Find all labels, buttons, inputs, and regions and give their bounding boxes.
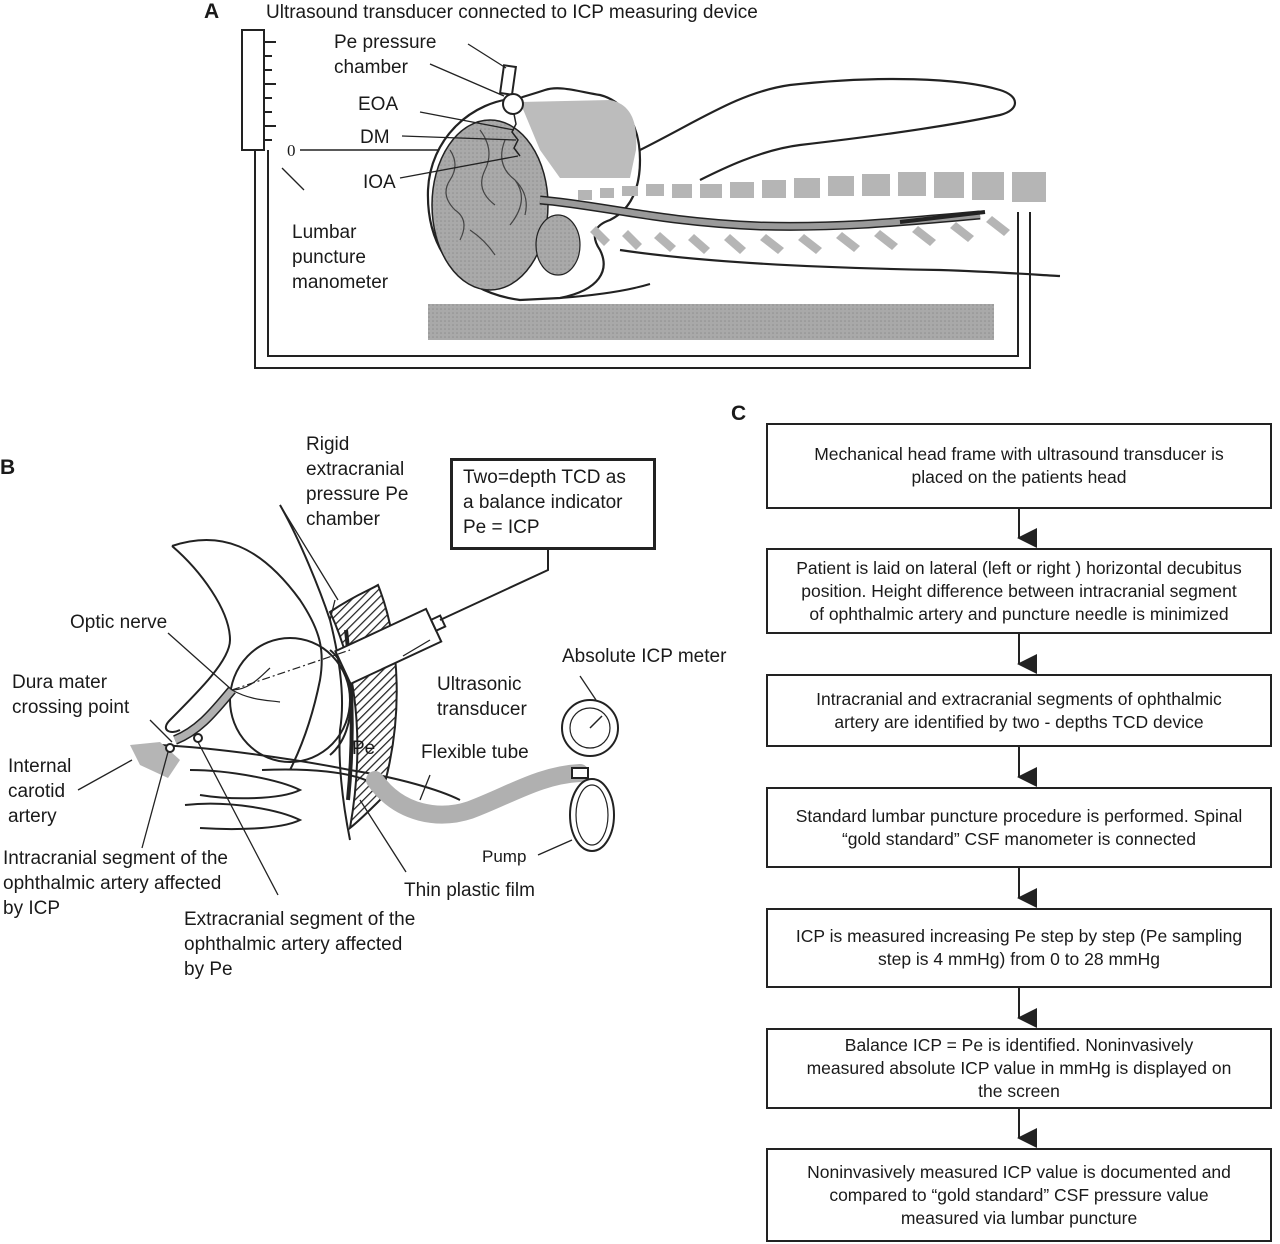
tcd-balance-indicator-box: Two=depth TCD as a balance indicator Pe …: [450, 458, 656, 550]
extracranial-segment-label: Extracranial segment of the ophthalmic a…: [184, 909, 416, 980]
cerebellum-icon: [535, 214, 581, 276]
panel-a-drawing: [241, 29, 1061, 369]
pump-label: Pump: [482, 847, 527, 866]
skull-outline: [164, 538, 323, 771]
lumbar-manometer-icon: [241, 29, 276, 151]
pump-icon: [569, 778, 615, 852]
flow-step-6: Balance ICP = Pe is identified. Noninvas…: [766, 1028, 1272, 1109]
ultrasonic-transducer-label: Ultrasonic transducer: [437, 674, 527, 720]
flow-step-7-text: Noninvasively measured ICP value is docu…: [807, 1161, 1231, 1228]
flow-step-7: Noninvasively measured ICP value is docu…: [766, 1148, 1272, 1242]
manometer-tubing: [254, 150, 1031, 369]
intracranial-segment-label: Intracranial segment of the ophthalmic a…: [3, 848, 228, 919]
flexible-tube-icon: [366, 764, 589, 824]
pe-chamber-icon: [502, 93, 524, 115]
ultrasound-transducer-label: Ultrasound transducer connected to ICP m…: [266, 2, 758, 23]
eyeball-icon: [229, 637, 351, 763]
pe-label: Pe: [352, 738, 376, 759]
vertebrae-icon: [578, 172, 1046, 254]
flow-step-1-text: Mechanical head frame with ultrasound tr…: [814, 444, 1224, 487]
flow-step-5-text: ICP is measured increasing Pe step by st…: [795, 926, 1243, 969]
flow-step-3-text: Intracranial and extracranial segments o…: [816, 688, 1222, 732]
dura-mater-label: Dura mater crossing point: [12, 672, 130, 718]
flow-step-4-text: Standard lumbar puncture procedure is pe…: [795, 805, 1243, 849]
ioa-label: IOA: [363, 172, 396, 193]
flow-step-2-text: Patient is laid on lateral (left or righ…: [796, 557, 1242, 624]
eoa-label: EOA: [358, 94, 399, 115]
flow-step-6-text: Balance ICP = Pe is identified. Noninvas…: [806, 1035, 1232, 1101]
flow-step-4: Standard lumbar puncture procedure is pe…: [766, 787, 1272, 868]
tcd-cable: [439, 550, 549, 621]
absolute-icp-meter-label: Absolute ICP meter: [562, 646, 727, 667]
bed: [428, 304, 994, 340]
rigid-chamber-label: Rigid extracranial pressure Pe chamber: [306, 434, 409, 530]
panel-b-drawing: [77, 504, 619, 896]
thin-plastic-film-label: Thin plastic film: [404, 880, 535, 901]
panel-b-letter: B: [0, 456, 16, 479]
flow-step-1: Mechanical head frame with ultrasound tr…: [766, 423, 1272, 509]
lumbar-puncture-manometer-label: Lumbar puncture manometer: [292, 222, 389, 293]
internal-carotid-artery-label: Internal carotid artery: [8, 756, 72, 827]
flow-step-3: Intracranial and extracranial segments o…: [766, 674, 1272, 747]
panel-c-letter: C: [731, 402, 747, 425]
absolute-icp-meter-icon: [561, 699, 619, 757]
pe-pressure-chamber-label: Pe pressure chamber: [334, 32, 437, 78]
zero-label: 0: [287, 141, 296, 160]
optic-nerve-label: Optic nerve: [70, 612, 168, 633]
puncture-needle: [899, 210, 986, 224]
patient-body-outline: [619, 77, 1061, 278]
flexible-tube-label: Flexible tube: [421, 742, 529, 763]
transducer-icon: [498, 64, 518, 96]
dm-label: DM: [360, 127, 390, 148]
panel-a-letter: A: [204, 0, 220, 23]
brain-icon: [431, 119, 549, 291]
ultrasonic-transducer-icon: [334, 607, 447, 686]
flow-step-5: ICP is measured increasing Pe step by st…: [766, 908, 1272, 988]
flow-step-2: Patient is laid on lateral (left or righ…: [766, 548, 1272, 634]
